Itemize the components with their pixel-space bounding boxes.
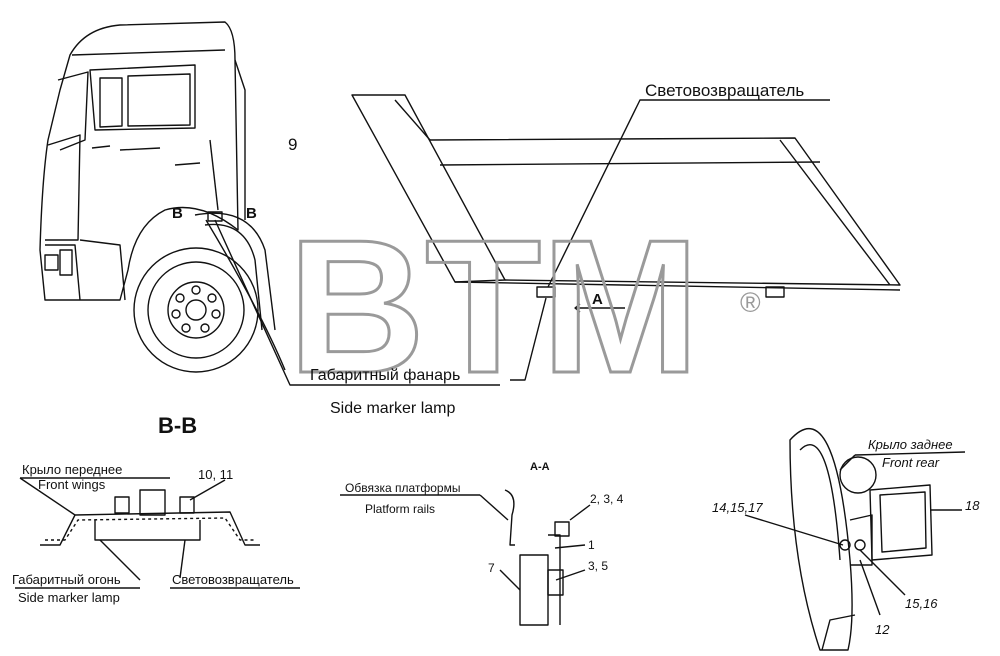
label-front-wing-ru: Крыло переднее	[22, 462, 122, 477]
label-callout-7: 7	[488, 561, 495, 575]
label-marker-lamp-ru: Габаритный фанарь	[310, 367, 460, 384]
leader-9	[209, 139, 219, 211]
label-callout-1: 1	[588, 538, 595, 552]
label-callout-18: 18	[965, 498, 980, 513]
label-platform-rails-ru: Обвязка платформы	[345, 481, 460, 495]
label-section-b-right: B	[246, 205, 257, 222]
truck-cab	[39, 21, 276, 331]
label-callout-9: 9	[288, 135, 297, 154]
label-callout-14-15-17: 14,15,17	[712, 500, 763, 515]
label-section-a: A	[592, 291, 603, 308]
label-side-light-ru: Габаритный огонь	[12, 572, 121, 587]
label-section-b-left: B	[172, 205, 183, 222]
leader-marker-lamp	[214, 219, 500, 386]
label-reflector-bottom: Световозвращатель	[172, 572, 294, 587]
btm-watermark: BTM ®	[287, 200, 762, 415]
label-callout-10-11: 10, 11	[198, 467, 233, 482]
label-front-wing-en: Front wings	[38, 477, 106, 492]
label-callout-2-3-4: 2, 3, 4	[590, 492, 624, 506]
leader-reflector	[547, 99, 830, 288]
label-callout-3-5: 3, 5	[588, 559, 608, 573]
label-callout-15-16: 15,16	[905, 596, 938, 611]
label-view-bb: B-B	[158, 413, 197, 438]
dump-body	[351, 94, 901, 291]
label-rear-wing-en: Front rear	[882, 455, 940, 470]
body-reflector-rear	[765, 286, 785, 298]
label-reflector-top: Световозвращатель	[645, 81, 804, 100]
section-bb-detail	[15, 477, 300, 589]
label-side-light-en: Side marker lamp	[18, 590, 120, 605]
rear-wing-detail	[744, 428, 966, 651]
svg-text:®: ®	[740, 287, 761, 318]
label-callout-12: 12	[875, 622, 890, 637]
section-aa-detail	[340, 489, 591, 626]
label-view-aa: A-A	[530, 461, 550, 473]
label-platform-rails-en: Platform rails	[365, 502, 435, 516]
label-marker-lamp-en: Side marker lamp	[330, 400, 455, 417]
svg-text:BTM: BTM	[288, 201, 700, 413]
label-rear-wing-ru: Крыло заднее	[868, 437, 953, 452]
body-reflector-front	[536, 286, 556, 298]
front-wheel	[133, 247, 259, 373]
